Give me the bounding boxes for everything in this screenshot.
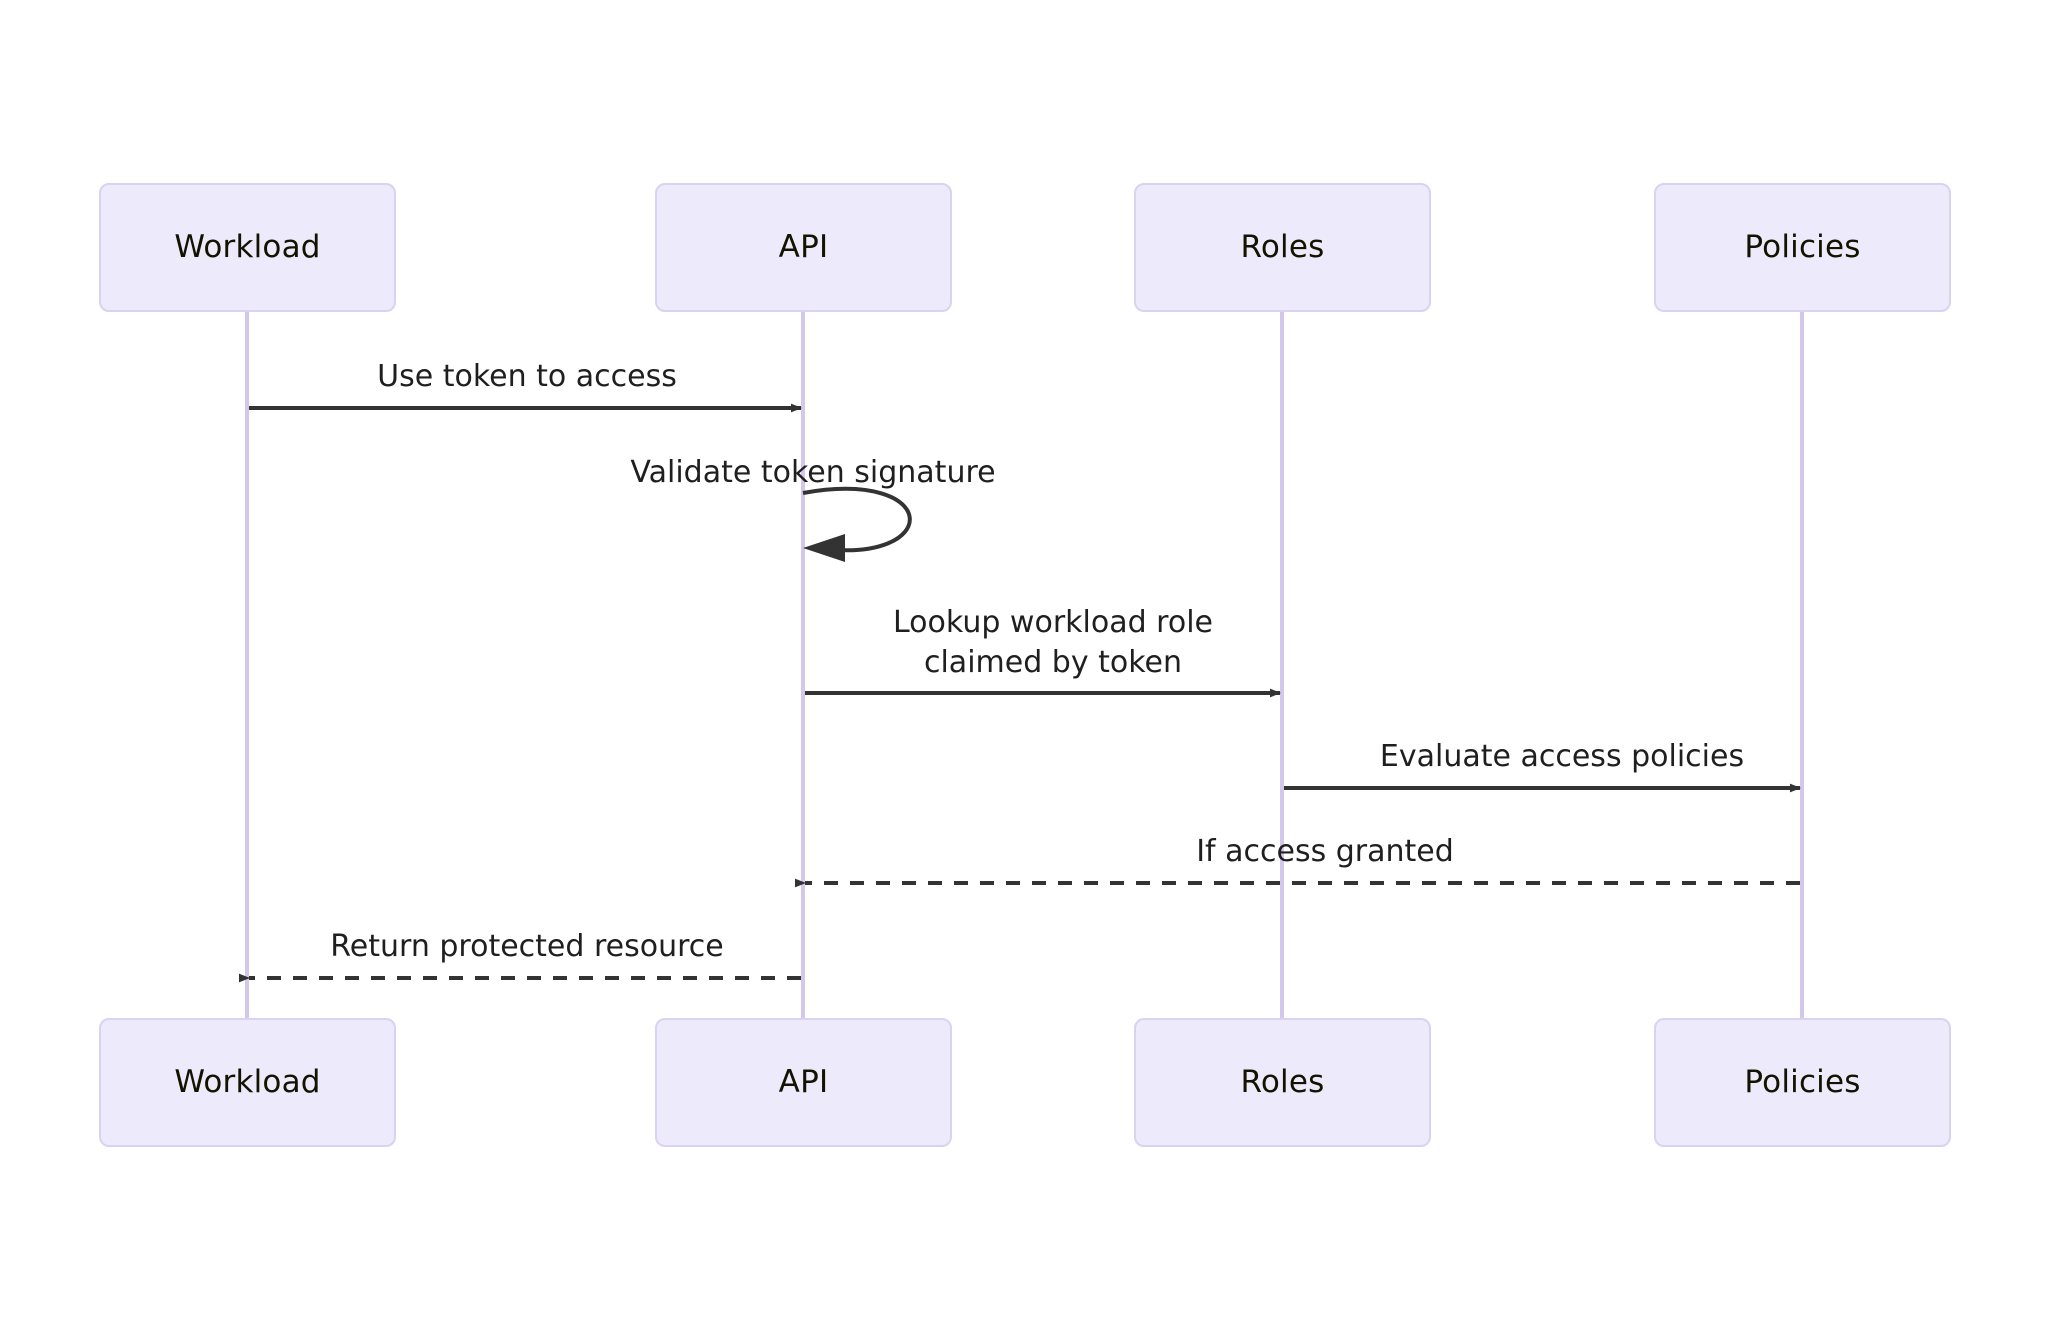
participant-box-roles-bottom[interactable]: Roles	[1134, 1018, 1431, 1147]
message-label-3: Lookup workload role claimed by token	[893, 603, 1213, 683]
message-label-3-line-1: Lookup workload role	[892, 605, 1214, 640]
participant-box-policies-bottom[interactable]: Policies	[1654, 1018, 1951, 1147]
participant-label-policies-bottom: Policies	[1744, 1064, 1861, 1100]
participant-label-api-top: API	[778, 229, 829, 265]
message-arrows-group	[239, 403, 1801, 983]
message-label-5: If access granted	[1196, 834, 1454, 869]
participant-label-workload-bottom: Workload	[174, 1064, 321, 1100]
participant-label-api-bottom: API	[778, 1064, 829, 1100]
participant-box-roles-top[interactable]: Roles	[1134, 183, 1431, 312]
participant-label-policies-top: Policies	[1744, 229, 1861, 265]
participant-label-roles-top: Roles	[1240, 229, 1325, 265]
self-loop-arrow-2	[802, 486, 912, 553]
lifelines-group	[245, 312, 1804, 1018]
message-label-2: Validate token signature	[630, 455, 996, 490]
participant-box-api-top[interactable]: API	[655, 183, 952, 312]
participant-label-roles-bottom: Roles	[1240, 1064, 1325, 1100]
participant-box-api-bottom[interactable]: API	[655, 1018, 952, 1147]
message-label-4: Evaluate access policies	[1379, 739, 1745, 774]
participant-label-workload-top: Workload	[174, 229, 321, 265]
message-label-1: Use token to access	[377, 359, 677, 394]
participant-box-workload-top[interactable]: Workload	[99, 183, 396, 312]
self-loop-arrowhead-2	[803, 534, 845, 562]
participant-box-policies-top[interactable]: Policies	[1654, 183, 1951, 312]
message-label-6: Return protected resource	[330, 929, 724, 964]
message-label-3-line-2: claimed by token	[923, 645, 1183, 680]
participant-box-workload-bottom[interactable]: Workload	[99, 1018, 396, 1147]
